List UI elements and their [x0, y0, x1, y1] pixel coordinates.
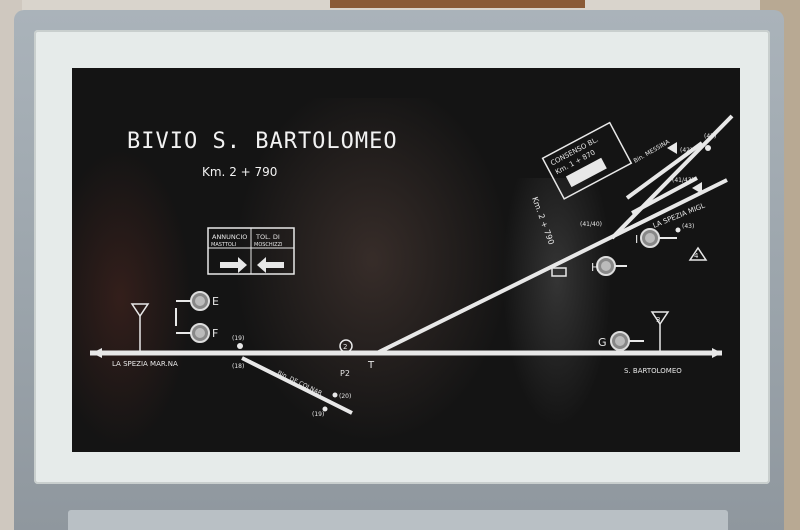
station-title: BIVIO S. BARTOLOMEO [127, 129, 398, 154]
point-t-label: T [367, 360, 375, 371]
consenso-arrow-icon [565, 157, 607, 188]
point-2-circle [339, 339, 353, 353]
bow-tie-icon [667, 142, 677, 154]
label-la-spezia-marina: LA SPEZIA MAR.NA [112, 360, 178, 368]
signal-g-label: G [598, 336, 607, 349]
point-43-label: (43) [704, 133, 716, 140]
panel-bottom-slot [68, 510, 728, 530]
point-dot [322, 406, 328, 412]
signal-i-label: I [635, 233, 638, 246]
branch-mid-track [631, 176, 698, 215]
triangle-marker-icon [130, 303, 150, 318]
vertical-km-marker: Km. 2 + 790 [530, 196, 556, 246]
annuncio-label: ANNUNCIO [212, 233, 247, 241]
signal-g: G [598, 331, 644, 351]
point-dot [237, 343, 243, 349]
point-18-label: (18) [232, 363, 244, 370]
signal-e-label: E [212, 295, 219, 308]
signal-e: E [176, 291, 219, 311]
diagonal-track [376, 178, 728, 355]
branch-upper-track [625, 141, 704, 200]
arrow-left-icon [257, 257, 284, 273]
point-p2-label: P2 [340, 369, 350, 378]
point-19-label: (19) [232, 335, 244, 342]
point-dot [675, 227, 681, 233]
branch-de-colnar-track [241, 356, 353, 415]
point-dot [332, 392, 338, 398]
signal-h: H [591, 256, 627, 276]
track-diagram: BIVIO S. BARTOLOMEO Km. 2 + 790 ANNUNCIO… [90, 114, 734, 418]
point-dot [705, 145, 711, 151]
wood-strip [330, 0, 585, 8]
reflection-left [72, 148, 192, 448]
branch-messina-track [610, 114, 734, 240]
label-bin-de-colnar: Bin. DE COLNAR [276, 370, 323, 398]
point-41-43-label: (41/43) [672, 177, 694, 184]
block-marker [551, 267, 567, 277]
bow-tie-icon [692, 182, 702, 194]
arrow-left-icon [92, 348, 102, 358]
signal-f-label: F [212, 327, 218, 340]
label-bin-messina: Bin. MESSINA [633, 138, 672, 165]
annuncio-row-left: MASTTOLI [211, 242, 236, 248]
reflection-right [502, 178, 612, 428]
arrow-right-icon [712, 348, 722, 358]
toldi-label: TOL. DI [255, 233, 280, 241]
point-42-label: (42) [680, 147, 692, 154]
point-20-label: (20) [339, 393, 351, 400]
point-19b-label: (19) [312, 411, 324, 418]
track-diagram-screen: BIVIO S. BARTOLOMEO Km. 2 + 790 ANNUNCIO… [72, 68, 740, 452]
point-41-40-label: (41/40) [580, 221, 602, 228]
signal-i: I [635, 228, 677, 248]
signal-h-label: H [591, 261, 599, 274]
marker-3-label: 3 [656, 316, 660, 324]
point-43b-label: (43) [682, 223, 694, 230]
label-s-bartolomeo: S. BARTOLOMEO [624, 367, 682, 375]
triangle-marker-icon [688, 246, 708, 261]
km-marker: Km. 2 + 790 [202, 165, 277, 179]
arrow-right-icon [220, 257, 247, 273]
marker-4-label: 4 [694, 252, 699, 260]
signal-f: F [176, 323, 218, 343]
triangle-marker-icon [650, 311, 670, 326]
reflection-person [222, 98, 522, 452]
point-2-label: 2 [343, 343, 347, 351]
annuncio-row-right: MOSCHIZZI [254, 242, 282, 248]
consenso-box: CONSENSO BL. Km. 1 + 870 [541, 121, 633, 200]
